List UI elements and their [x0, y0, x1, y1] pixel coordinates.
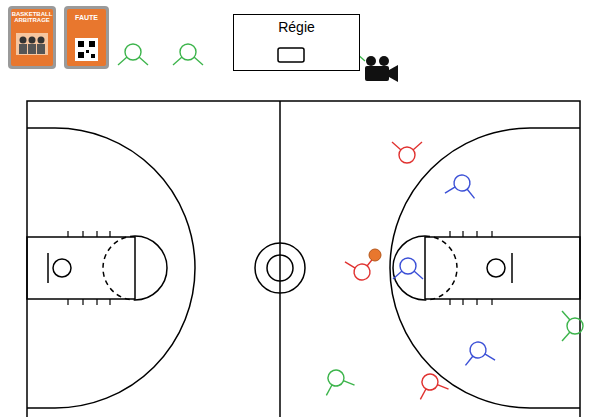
blue-players: [393, 173, 495, 366]
card: [64, 6, 109, 69]
red-players: [345, 142, 449, 399]
card-title: BASKETBALL ARBITRAGE: [11, 11, 53, 24]
basketball-court: [27, 101, 580, 417]
referees: [319, 311, 583, 395]
ball: [369, 249, 381, 261]
card: [8, 6, 56, 69]
box-title: Régie: [234, 19, 359, 35]
screen-icon: [276, 46, 306, 64]
control-box: Régie: [233, 14, 360, 71]
card-title: FAUTE: [67, 14, 106, 21]
camera-icon: [365, 56, 398, 82]
